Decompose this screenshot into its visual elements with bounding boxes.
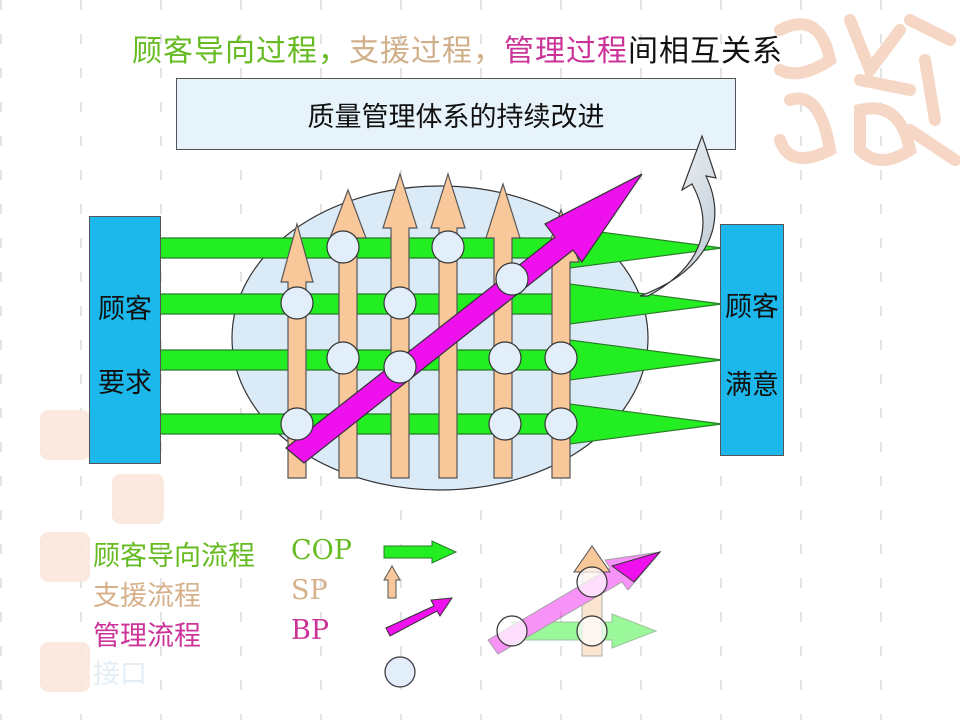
- title-part-bp: 管理过程: [504, 34, 628, 69]
- customer-satisfaction-box: 顾客 满意: [720, 224, 784, 456]
- legend-cop-label: 顾客导向流程: [93, 541, 255, 572]
- node-10: [280, 407, 314, 441]
- continuous-improvement-box: 质量管理体系的持续改进: [176, 78, 736, 150]
- legend-interface-label: 接口: [93, 659, 147, 690]
- bp-arrow: [285, 173, 643, 464]
- node-6: [326, 341, 360, 375]
- customer-requirement-line2: 要求: [98, 368, 152, 399]
- legend-cop-arrow-icon: [383, 540, 458, 564]
- mini-node-2: [496, 615, 528, 647]
- legend-sp-code: SP: [291, 575, 328, 606]
- seal-logo-small-4: [40, 642, 90, 692]
- seal-logo-small-2: [112, 474, 164, 524]
- legend-sp-label: 支援流程: [93, 581, 201, 612]
- improvement-curve-arrow: [639, 134, 717, 297]
- mini-node-1: [576, 566, 608, 598]
- customer-requirement-line1: 顾客: [98, 294, 152, 325]
- node-5: [495, 262, 529, 296]
- node-3: [280, 286, 314, 320]
- node-4: [383, 286, 417, 320]
- mini-node-3: [576, 615, 608, 647]
- title-part-sp: 支援过程，: [349, 34, 504, 69]
- node-2: [431, 230, 465, 264]
- legend-cop-code: COP: [291, 535, 352, 566]
- customer-satisfaction-line2: 满意: [725, 370, 779, 401]
- node-12: [544, 407, 578, 441]
- page-title: 顾客导向过程，支援过程，管理过程间相互关系: [132, 26, 783, 70]
- continuous-improvement-text: 质量管理体系的持续改进: [307, 101, 605, 133]
- title-part-cop: 顾客导向过程，: [132, 34, 349, 69]
- customer-satisfaction-line1: 顾客: [725, 292, 779, 323]
- legend-sp-arrow-icon: [383, 564, 401, 599]
- node-7: [383, 350, 417, 384]
- legend-bp-label: 管理流程: [93, 621, 201, 652]
- node-9: [544, 341, 578, 375]
- seal-logo-small-1: [40, 410, 90, 460]
- seal-logo-small-3: [40, 532, 90, 582]
- interface-nodes: [280, 230, 578, 441]
- legend-bp-code: BP: [291, 615, 330, 646]
- seal-logo-top-right: [760, 0, 960, 200]
- legend-bp-arrow-icon: [385, 597, 453, 637]
- node-11: [488, 407, 522, 441]
- seal-logo-graphic: [774, 14, 960, 166]
- sp-arrow-3: [382, 172, 418, 479]
- customer-requirement-box: 顾客 要求: [89, 216, 161, 464]
- node-8: [488, 341, 522, 375]
- mini-bp-arrow-head: [610, 551, 662, 583]
- title-part-relation: 间相互关系: [628, 34, 783, 69]
- node-1: [326, 230, 360, 264]
- legend-interface-icon: [384, 656, 416, 688]
